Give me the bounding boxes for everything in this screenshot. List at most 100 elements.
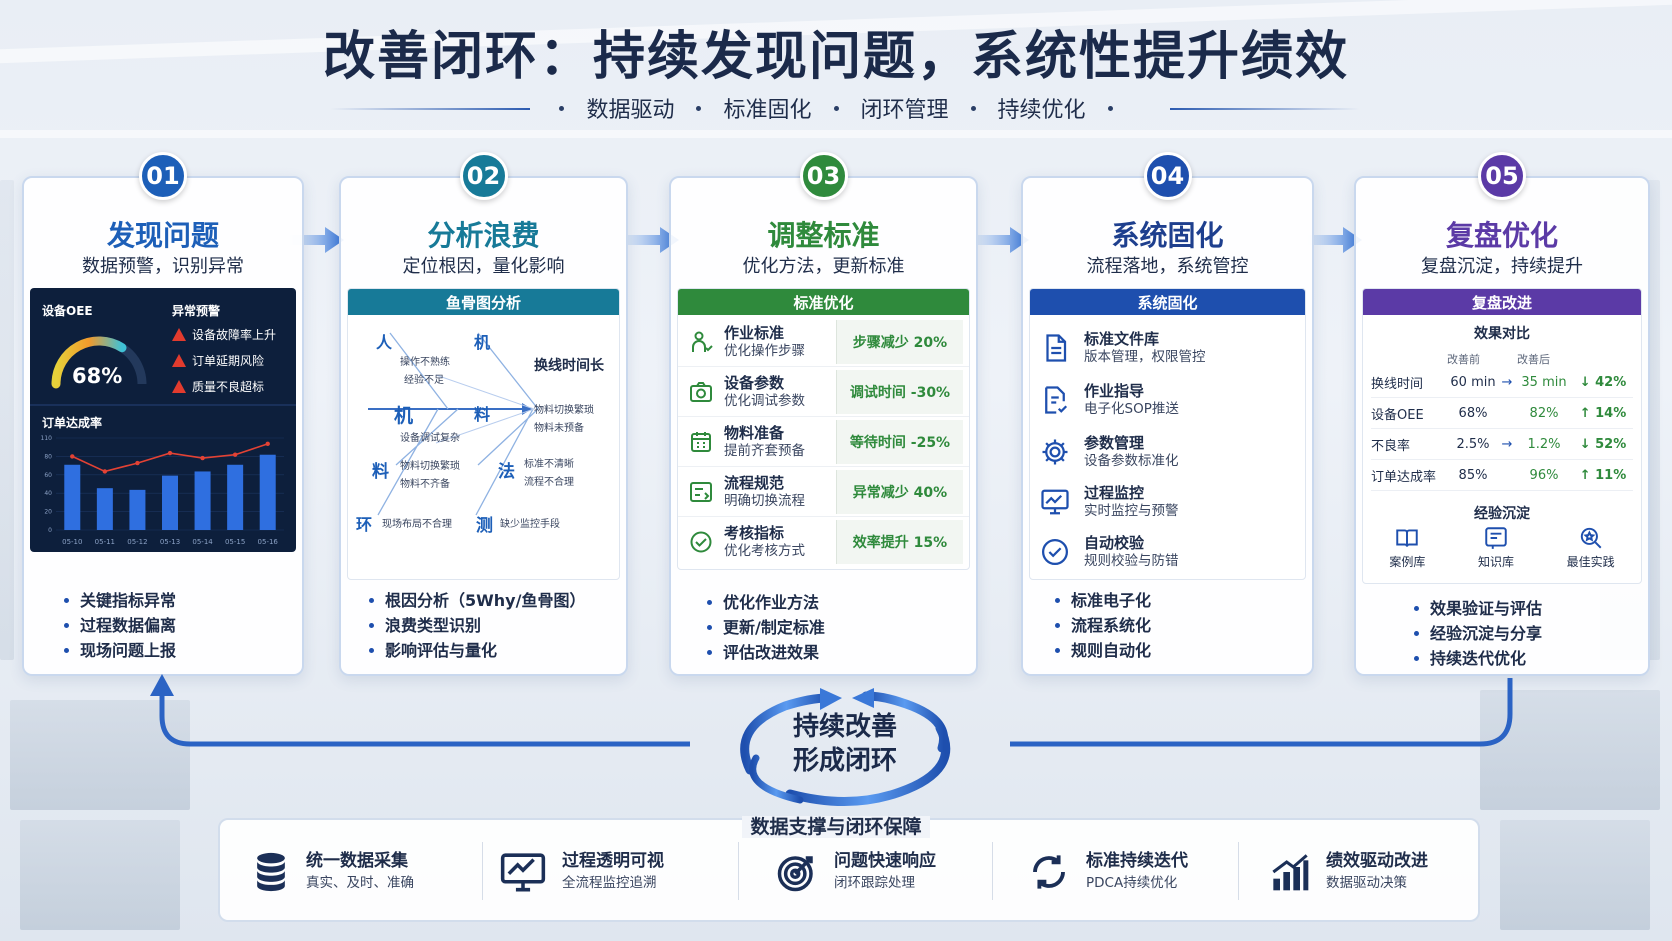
fishbone-note: 物料切换繁琐 xyxy=(534,405,594,416)
tag-dot xyxy=(970,105,976,111)
fishbone-note: 现场布局不合理 xyxy=(382,519,452,530)
exp-label: 知识库 xyxy=(1477,555,1514,569)
row-name: 参数管理 xyxy=(1084,434,1145,452)
before-label: 改善前 xyxy=(1447,353,1480,366)
bottom-title: 数据支撑与闭环保障 xyxy=(0,812,1672,839)
y-tick-label: 40 xyxy=(44,490,52,497)
tag-dot xyxy=(559,105,565,111)
support-item: 过程透明可视全流程监控追溯 xyxy=(500,850,664,894)
after: 96% xyxy=(1529,467,1559,483)
subtitle-line-right xyxy=(1170,108,1360,110)
x-tick-label: 05-12 xyxy=(127,538,147,546)
step-bullets: 关键指标异常 过程数据偏离 现场问题上报 xyxy=(64,588,176,663)
bullet-item: 浪费类型识别 xyxy=(369,613,585,638)
subtitle-line-left xyxy=(330,108,530,110)
step-title: 系统固化 xyxy=(1111,219,1224,252)
oee-gauge xyxy=(51,336,147,389)
delta: ↓ 42% xyxy=(1579,374,1627,390)
arrow-right-icon: → xyxy=(1501,436,1513,452)
fishbone-note: 物料未预备 xyxy=(534,423,584,434)
step-bullets: 优化作业方法 更新/制定标准 评估改进效果 xyxy=(707,590,825,665)
step-bullets: 标准电子化 流程系统化 规则自动化 xyxy=(1055,588,1151,663)
fishbone-panel: 鱼骨图分析 人 机 机 料 料 法 环 测 换线时间长 操作不熟练 经验不足 设… xyxy=(347,288,620,580)
support-title: 过程透明可视 xyxy=(562,851,664,871)
calendar-icon xyxy=(678,430,724,454)
fishbone-diagram xyxy=(368,332,539,516)
after: 35 min xyxy=(1521,374,1567,390)
support-desc: PDCA持续优化 xyxy=(1086,875,1178,891)
support-item: 统一数据采集真实、及时、准确 xyxy=(252,850,414,894)
oee-label: 设备OEE xyxy=(42,304,93,318)
y-tick-label: 110 xyxy=(41,435,53,442)
step-title: 复盘优化 xyxy=(1445,219,1558,252)
before: 85% xyxy=(1458,467,1488,483)
step-number-badge: 03 xyxy=(799,152,848,200)
step-number-badge: 01 xyxy=(139,152,187,200)
cycle-arrows-icon xyxy=(740,688,951,807)
knowledge-icon xyxy=(1485,527,1507,549)
book-icon xyxy=(1396,529,1419,547)
line-point xyxy=(200,455,205,461)
bar xyxy=(194,471,211,530)
x-tick-label: 05-11 xyxy=(95,538,115,546)
exp-title: 经验沉淀 xyxy=(1474,506,1530,522)
x-tick-label: 05-15 xyxy=(225,538,245,546)
fishbone-note: 操作不熟练 xyxy=(400,357,450,368)
row-desc: 优化调试参数 xyxy=(724,392,805,409)
support-title: 标准持续迭代 xyxy=(1086,851,1188,871)
step-title: 分析浪费 xyxy=(427,219,540,252)
exp-item: 最佳实践 xyxy=(1567,525,1615,570)
step-number-badge: 04 xyxy=(1143,152,1192,200)
fishbone-head: 换线时间长 xyxy=(534,358,604,374)
step-title: 发现问题 xyxy=(106,219,219,252)
fishbone-note: 经验不足 xyxy=(404,375,444,386)
step-card-01: 01 发现问题 数据预警，识别异常 设备OEE 68% 异常预警 设备故障率上升… xyxy=(22,152,304,676)
row-desc: 优化考核方式 xyxy=(724,543,805,559)
row-name: 流程规范 xyxy=(724,473,785,492)
x-tick-label: 05-13 xyxy=(160,538,180,546)
support-item: 标准持续迭代 PDCA持续优化 xyxy=(1028,850,1188,894)
row-name: 作业标准 xyxy=(724,323,785,342)
row-desc: 提前齐套预备 xyxy=(724,442,805,459)
alerts-label: 异常预警 xyxy=(172,304,221,318)
x-tick-label: 05-10 xyxy=(62,538,82,546)
tag-dot xyxy=(833,105,839,111)
search-star-icon xyxy=(1580,527,1602,549)
warning-icon xyxy=(172,354,186,367)
tag-dot xyxy=(696,105,702,111)
row-name: 考核指标 xyxy=(724,524,785,542)
dashboard-panel: 设备OEE 68% 异常预警 设备故障率上升 订单延期风险 质量不良超标 订单达… xyxy=(30,288,296,552)
fishbone-cat: 机 xyxy=(394,405,414,427)
y-tick-label: 20 xyxy=(44,509,52,516)
step-bullets: 根因分析（5Why/鱼骨图） 浪费类型识别 影响评估与量化 xyxy=(369,588,585,663)
bar-growth-icon xyxy=(1272,854,1309,891)
exp-item: 知识库 xyxy=(1478,525,1514,570)
row-effect: 等待时间 -25% xyxy=(836,419,963,464)
before: 68% xyxy=(1458,405,1488,421)
document-check-icon xyxy=(1045,386,1068,414)
step-subtitle: 数据预警，识别异常 xyxy=(82,256,244,277)
fishbone-cat: 料 xyxy=(372,462,389,482)
standard-row: 物料准备提前齐套预备等待时间 -25% xyxy=(678,417,969,467)
fishbone-note: 设备调试复杂 xyxy=(400,433,460,444)
metric: 订单达成率 xyxy=(1371,469,1437,485)
bullet-item: 影响评估与量化 xyxy=(369,638,585,663)
system-row: 作业指导电子化SOP推送 xyxy=(1040,375,1299,425)
row-name: 标准文件库 xyxy=(1084,330,1160,348)
step-card-03: 03 调整标准 优化方法，更新标准 标准优化 作业标准优化操作步骤步骤减少 20… xyxy=(669,152,978,676)
bullet-item: 规则自动化 xyxy=(1055,638,1151,663)
continuous-improvement-loop: 持续改善形成闭环 xyxy=(690,688,1000,808)
step-subtitle: 优化方法，更新标准 xyxy=(742,256,905,277)
alert-text: 质量不良超标 xyxy=(192,380,265,394)
bar xyxy=(227,464,244,530)
alert-item: 设备故障率上升 xyxy=(172,326,276,343)
bullet-item: 评估改进效果 xyxy=(707,640,825,665)
bottom-title-text: 数据支撑与闭环保障 xyxy=(742,816,930,838)
metric: 不良率 xyxy=(1371,438,1411,454)
cycle-icon xyxy=(1033,855,1065,889)
alert-item: 质量不良超标 xyxy=(172,378,264,395)
exp-label: 案例库 xyxy=(1389,555,1426,569)
